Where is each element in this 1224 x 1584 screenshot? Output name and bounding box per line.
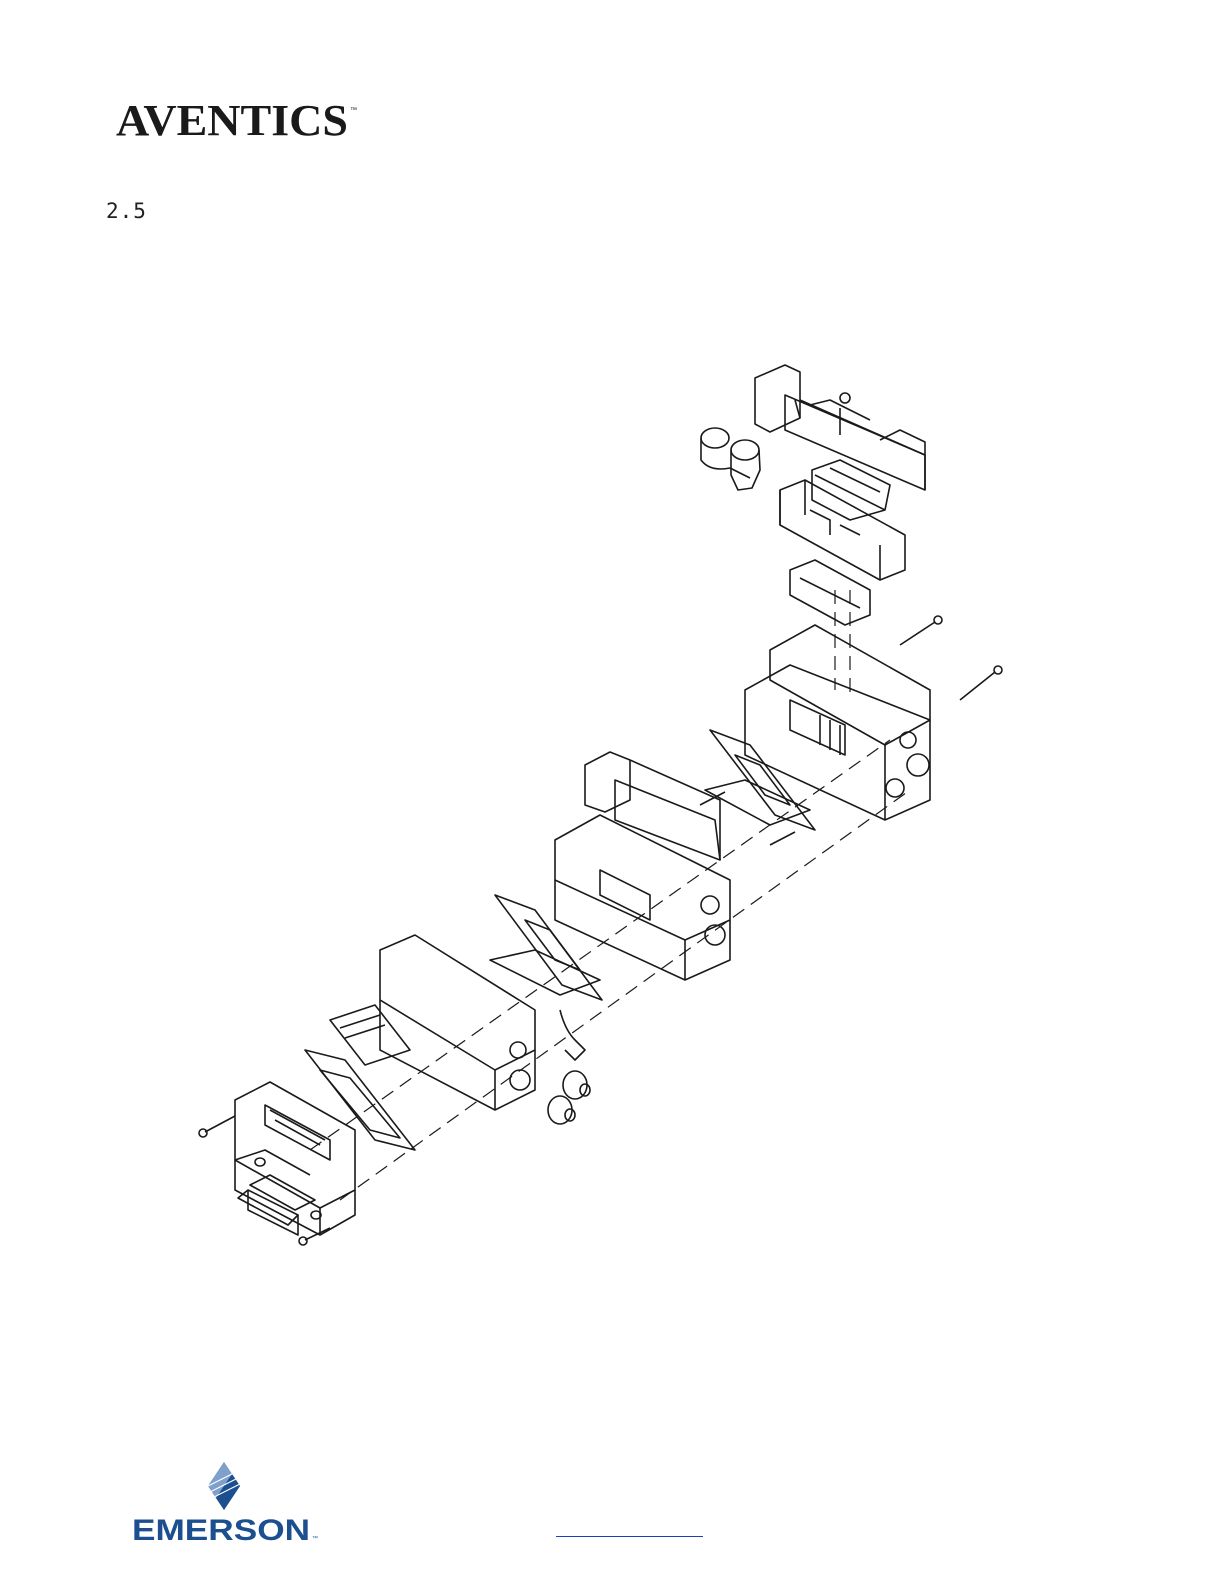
adapter-block-with-gaskets [780,460,905,625]
brand-text: AVENTICS [116,98,348,140]
section-number: 2.5 [106,199,147,223]
aventics-wordmark: AVENTICS ™ [116,98,366,140]
mufflers [548,1071,590,1124]
emerson-logo: EMERSON ™ [124,1456,324,1546]
tie-rod-bolts [900,616,1002,700]
elbow-fittings [701,428,760,490]
end-plate-station [330,935,535,1110]
right-manifold-station [745,625,930,820]
left-gasket-plate [490,895,602,1060]
emerson-brand-text: EMERSON [132,1514,310,1546]
emerson-logo-mark: EMERSON ™ [124,1456,324,1546]
top-valve-solenoid [755,365,925,490]
svg-text:™: ™ [350,107,357,114]
aventics-logo: AVENTICS ™ [116,98,366,140]
footer-link-underline[interactable] [556,1530,703,1537]
middle-valve-solenoid [585,752,720,860]
exploded-assembly-drawing [190,360,1030,1260]
assembly-axis-lines [310,590,910,1200]
svg-text:™: ™ [312,1535,318,1542]
emerson-diamond-icon [208,1462,240,1510]
middle-manifold-station [555,815,730,980]
